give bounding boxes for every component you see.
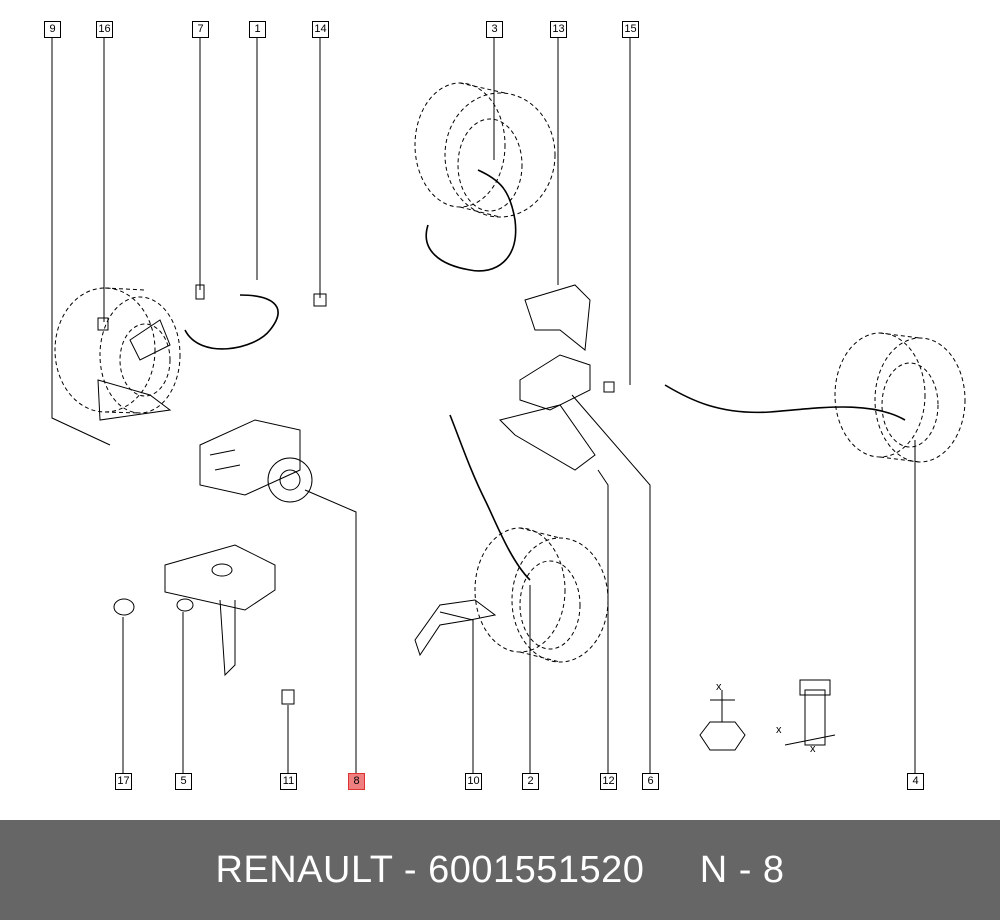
dimension-x-label-3: x [810,743,816,755]
dimension-x-label: x [716,681,722,693]
dimension-x-label-2: x [776,724,782,736]
leader-lines [51,37,916,773]
callout-6: 6 [642,773,659,790]
callout-2: 2 [522,773,539,790]
callout-14: 14 [312,21,329,38]
callout-17: 17 [115,773,132,790]
callout-5: 5 [175,773,192,790]
callout-11: 11 [280,773,297,790]
wheel-left [54,287,181,414]
sensor-bracket [414,599,497,657]
callout-12: 12 [600,773,617,790]
control-module [499,284,596,471]
wheel-mid [474,527,609,663]
fastener-detail [699,679,836,751]
small-parts [97,284,615,705]
callout-1: 1 [249,21,266,38]
sensor-cables [184,169,906,581]
parts-diagram: x x x [51,37,966,773]
callout-8-highlighted: 8 [348,773,365,790]
abs-unit [199,419,313,503]
callout-15: 15 [622,21,639,38]
callout-13: 13 [550,21,567,38]
part-number-caption: RENAULT - 6001551520 N - 8 [215,848,785,891]
wheel-top [414,82,556,218]
callout-7: 7 [192,21,209,38]
footer-banner: RENAULT - 6001551520 N - 8 [0,820,1000,920]
wheel-right [834,332,966,463]
callout-10: 10 [465,773,482,790]
callout-16: 16 [96,21,113,38]
callout-4: 4 [907,773,924,790]
abs-bracket [164,544,276,677]
callout-3: 3 [486,21,503,38]
callout-9: 9 [44,21,61,38]
